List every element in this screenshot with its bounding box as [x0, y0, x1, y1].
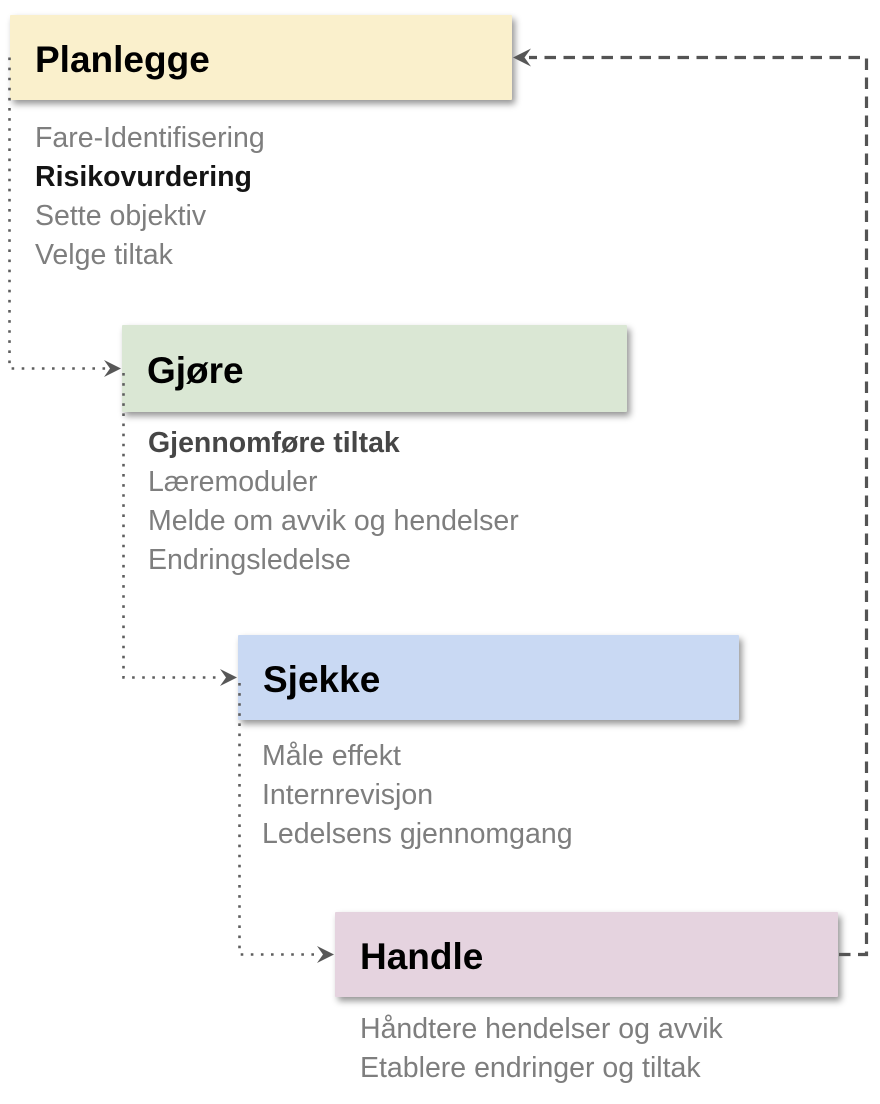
list-item: Læremoduler [148, 466, 318, 498]
connector-handle-to-planlegge-feedback [529, 55, 869, 957]
arrowhead-into-sjekke-icon [220, 669, 237, 686]
list-item: Velge tiltak [35, 239, 173, 271]
list-item: Sette objektiv [35, 200, 207, 232]
phase-box-gjore: Gjøre [122, 325, 627, 412]
phase-list-sjekke: Måle effekt Internrevisjon Ledelsens gje… [262, 737, 573, 854]
phase-box-sjekke: Sjekke [238, 635, 739, 720]
phase-list-planlegge: Fare-Identifisering Risikovurdering Sett… [35, 119, 265, 275]
arrowhead-into-gjore-icon [104, 360, 121, 377]
list-item: Melde om avvik og hendelser [148, 505, 519, 537]
list-item: Måle effekt [262, 740, 401, 772]
list-item: Etablere endringer og tiltak [360, 1052, 701, 1084]
list-item: Endringsledelse [148, 544, 351, 576]
phase-box-planlegge: Planlegge [10, 15, 512, 100]
phase-title-gjore: Gjøre [147, 350, 244, 391]
phase-list-gjore: Gjennomføre tiltak Læremoduler Melde om … [148, 424, 519, 580]
phase-title-sjekke: Sjekke [263, 659, 381, 700]
arrowhead-into-handle-icon [317, 946, 334, 963]
list-item: Internrevisjon [262, 779, 434, 811]
list-item: Fare-Identifisering [35, 122, 265, 154]
phase-title-handle: Handle [360, 936, 484, 977]
phase-list-handle: Håndtere hendelser og avvik Etablere end… [360, 1010, 723, 1088]
list-item: Ledelsens gjennomgang [262, 818, 573, 850]
phase-box-handle: Handle [335, 912, 838, 997]
list-item: Risikovurdering [35, 161, 252, 193]
arrowhead-into-planlegge-icon [513, 48, 531, 67]
phase-title-planlegge: Planlegge [35, 39, 210, 80]
list-item: Gjennomføre tiltak [148, 427, 400, 459]
list-item: Håndtere hendelser og avvik [360, 1013, 723, 1045]
